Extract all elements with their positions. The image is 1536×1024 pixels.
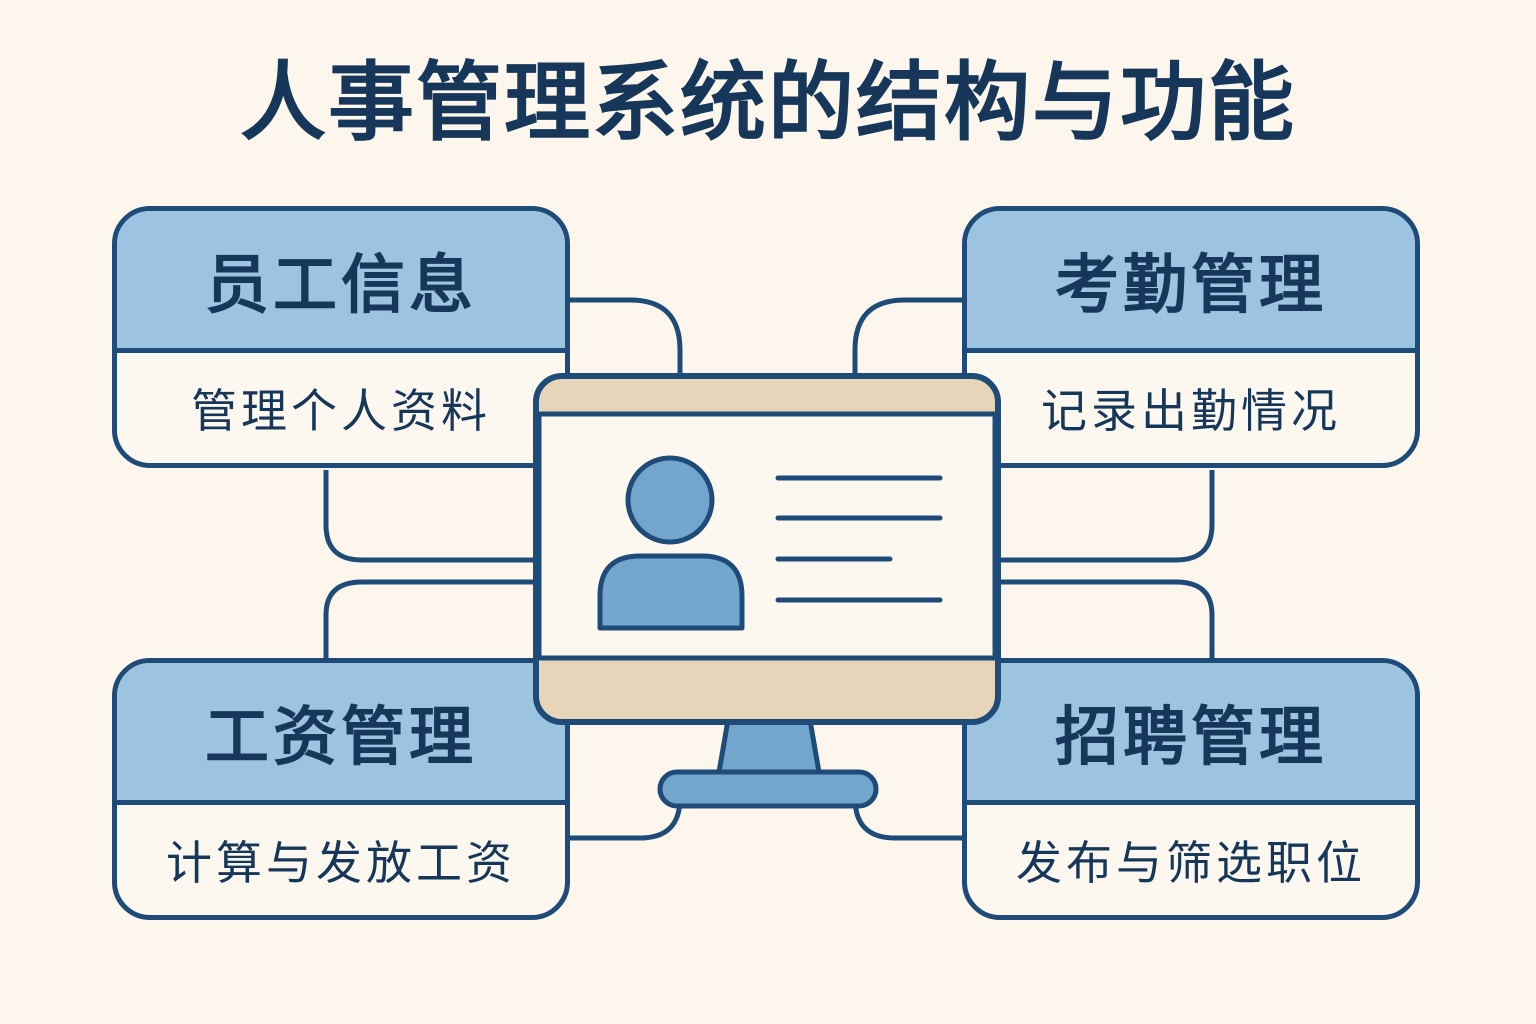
monitor-stand-icon xyxy=(715,717,823,781)
profile-text-lines-icon xyxy=(775,475,943,603)
connector-tr-upper xyxy=(852,297,966,380)
page-title: 人事管理系统的结构与功能 xyxy=(240,53,1296,153)
connector-tr-lower xyxy=(996,470,1215,563)
connector-tl-lower xyxy=(323,470,540,563)
module-desc-payroll: 计算与发放工资 xyxy=(166,836,516,890)
module-title-recruitment: 招聘管理 xyxy=(967,663,1415,805)
computer-monitor-icon xyxy=(533,373,1001,809)
module-card-attendance: 考勤管理 记录出勤情况 xyxy=(962,206,1420,468)
connector-tl-upper xyxy=(570,297,683,380)
module-desc-recruitment: 发布与筛选职位 xyxy=(1016,836,1366,890)
module-desc-employee-info: 管理个人资料 xyxy=(191,384,491,438)
module-desc-attendance: 记录出勤情况 xyxy=(1041,384,1341,438)
module-card-payroll: 工资管理 计算与发放工资 xyxy=(112,658,570,920)
connector-br-upper xyxy=(996,579,1215,660)
module-title-payroll: 工资管理 xyxy=(117,663,565,805)
user-avatar-icon xyxy=(597,455,745,631)
monitor-base-icon xyxy=(657,769,879,809)
module-title-attendance: 考勤管理 xyxy=(967,211,1415,353)
module-card-employee-info: 员工信息 管理个人资料 xyxy=(112,206,570,468)
module-title-employee-info: 员工信息 xyxy=(117,211,565,353)
connector-bl-upper xyxy=(323,579,540,660)
module-card-recruitment: 招聘管理 发布与筛选职位 xyxy=(962,658,1420,920)
